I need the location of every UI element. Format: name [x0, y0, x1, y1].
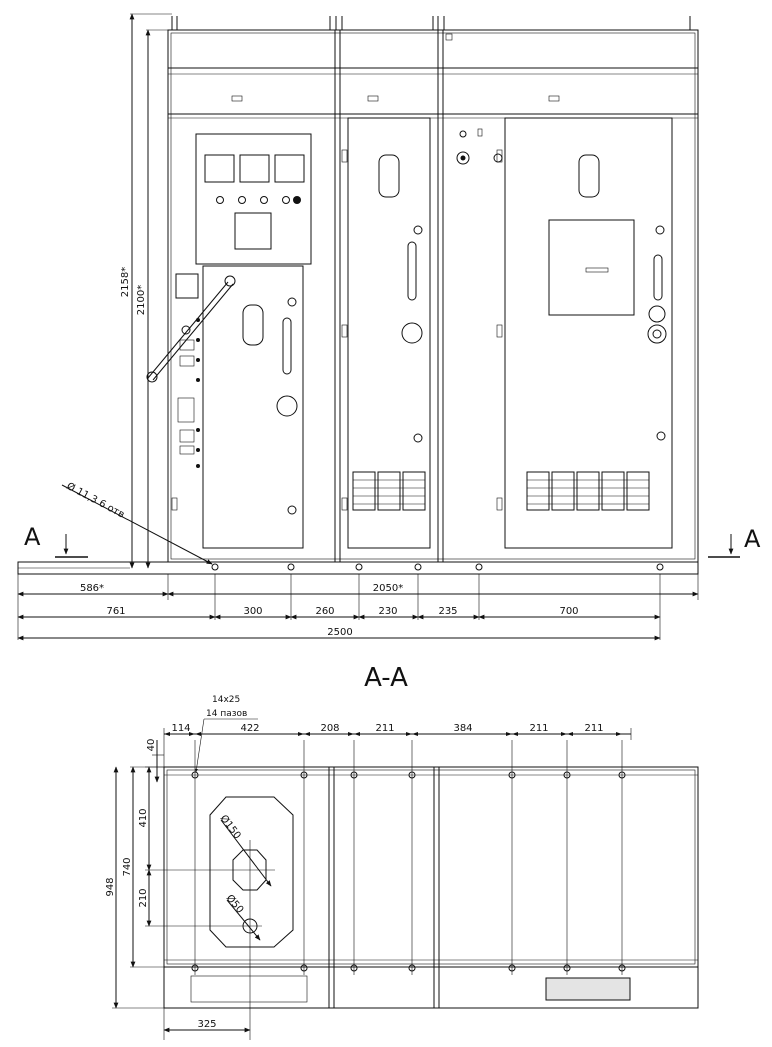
section-top-dims: 114 422 208 211 384 211 211	[163, 723, 632, 767]
dim-top: 211	[584, 723, 603, 734]
width-dimensions: 586* 2050* 761 300 260 230 235 700 2500	[17, 574, 699, 641]
dim-top: 114	[171, 723, 190, 734]
dim-width-body: 2050*	[373, 583, 403, 594]
dim-segment: 235	[438, 606, 457, 617]
cable-opening	[209, 796, 294, 948]
hole-callout: Ø 11,3 6 отв	[61, 480, 213, 565]
dia-small: Ø50	[224, 892, 246, 916]
section-title: A-A	[364, 663, 408, 693]
slot-holes	[191, 771, 626, 972]
slot-count: 14 пазов	[206, 709, 247, 719]
dim-left: 410	[138, 808, 149, 827]
dim-left: 740	[122, 857, 133, 876]
slot-size: 14x25	[212, 695, 240, 705]
large-cable-hole	[232, 849, 267, 891]
slot-note: 14x25 14 пазов	[195, 695, 258, 773]
dim-top: 208	[320, 723, 339, 734]
section-middle	[341, 117, 431, 549]
height-dimensions: 2158* 2100*	[18, 13, 172, 569]
cabinet-outline	[167, 16, 699, 563]
dim-height-overall: 2158*	[120, 267, 131, 297]
dim-depth-left: 586*	[80, 583, 104, 594]
front-view: 2158* 2100* Ø 11,3 6 отв A A	[17, 13, 761, 641]
section-left-dims: 40 410 210 740 948	[105, 739, 160, 1009]
dim-segment: 300	[243, 606, 262, 617]
dim-top: 422	[240, 723, 259, 734]
section-bottom-dim: 325	[163, 1008, 251, 1040]
dim-bottom: 325	[197, 1019, 216, 1030]
dim-total: 2500	[327, 627, 352, 638]
section-left	[146, 133, 312, 549]
dim-segment: 700	[559, 606, 578, 617]
dim-top: 384	[453, 723, 472, 734]
section-right	[456, 117, 673, 549]
section-letter-right: A	[744, 525, 761, 553]
dim-height-body: 2100*	[136, 285, 147, 315]
section-letter-left: A	[24, 523, 41, 551]
dim-segment: 761	[106, 606, 125, 617]
dia-large: Ø150	[218, 813, 244, 842]
anchor-holes	[211, 563, 664, 571]
dim-segment: 230	[378, 606, 397, 617]
dim-left: 948	[105, 877, 116, 896]
dim-top: 211	[375, 723, 394, 734]
dim-left: 40	[146, 739, 157, 752]
dim-left: 210	[138, 888, 149, 907]
dim-top: 211	[529, 723, 548, 734]
section-mark-left: A	[24, 523, 88, 558]
section-view: Ø150 Ø50 14x25 14 пазов 114 422 208 211 …	[105, 695, 699, 1040]
section-mark-right: A	[708, 525, 761, 558]
dim-segment: 260	[315, 606, 334, 617]
hole-note: Ø 11,3 6 отв	[65, 480, 127, 521]
